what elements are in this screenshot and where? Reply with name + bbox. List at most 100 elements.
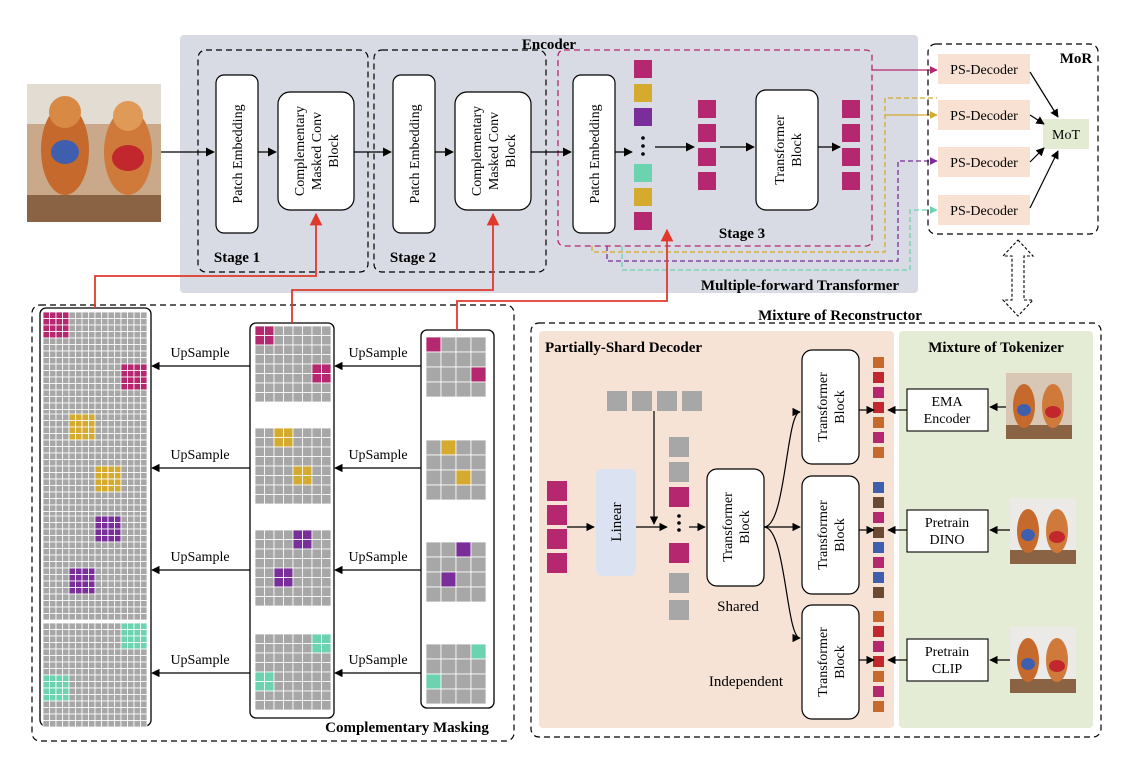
multi-forward-lines [591,66,938,271]
mask-grid-small-1 [425,336,487,398]
ps-decoder-4: PS-Decoder [938,195,1030,225]
stage1-cmc-line1: Complementary [293,106,308,196]
stage2-label: Stage 2 [390,250,436,266]
stage3-transformer-line1: Transformer [773,115,788,185]
indep-block-2-line2: Block [833,518,848,551]
ps-decoder-3-label: PS-Decoder [950,156,1018,171]
decoder-title: Partially-Shard Decoder [545,340,702,356]
encoder-flow-arrows [161,142,841,157]
ps-decoder-3: PS-Decoder [938,147,1030,177]
mask-grid-large-3 [42,515,148,621]
reconstructor-box [530,322,1102,738]
mask-grid-medium-2 [254,427,332,505]
tokenizer-clip: Pretrain CLIP [906,638,989,682]
stage1-cmc-line2: Masked Conv [310,112,325,190]
mft-label: Multiple-forward Transformer [701,278,899,294]
independent-label: Independent [709,674,784,690]
shared-block-line1: Transformer [721,492,736,562]
stage3-transformer-block [755,89,819,211]
tokenizer-ema: EMA Encoder [906,388,989,432]
stage1-patch-embedding [215,74,259,234]
mask-grid-small-3 [425,541,487,603]
upsample-label-1: UpSample [170,346,229,361]
tokenizer-image-1 [1006,373,1072,439]
mot-box: MoT [1043,119,1089,149]
reconstructor-arrows [567,402,1010,665]
stage3-transformer-label: Transformer Block [773,115,805,185]
masked-token-column [634,60,652,230]
stage2-patch-embedding [392,74,436,234]
stage2-box [373,49,547,273]
upsample-labels: UpSample UpSample UpSample UpSample UpSa… [170,346,407,668]
stage1-patch-embedding-label: Patch Embedding [231,104,246,203]
mask-tokens-row [607,391,702,411]
target-strip-3 [873,611,884,712]
mor-box [927,43,1099,235]
tokenizer-dino: Pretrain DINO [906,509,989,553]
linear-block: Linear [596,469,636,576]
encoder-background [180,35,918,293]
stage2-cmc-line2: Masked Conv [487,112,502,190]
tokenizer-image-2 [1010,498,1076,564]
mor-title: MoR [1060,51,1093,67]
stage1-cmc-block [277,91,355,211]
stage2-patch-embedding-label: Patch Embedding [408,104,423,203]
ps-decoder-2-label: PS-Decoder [950,109,1018,124]
mask-grid-medium-4 [254,633,332,711]
indep-block-1-line2: Block [833,390,848,423]
target-strip-2 [873,482,884,598]
reconstructor-title: Mixture of Reconstructor [758,308,922,324]
mask-grid-small-4 [425,643,487,705]
stage1-box [197,49,369,273]
merged-token-column [669,437,689,620]
ps-decoder-1: PS-Decoder [938,54,1030,84]
linear-label: Linear [609,502,625,541]
mask-grid-medium-3 [254,529,332,607]
tokenizer-image-3 [1010,627,1076,693]
tokenizer-dino-line1: Pretrain [925,516,969,531]
tokenizer-dino-line2: DINO [930,533,965,548]
stage2-cmc-label: Complementary Masked Conv Block [470,106,519,196]
mor-link-arrow [1001,239,1035,317]
indep-block-1-line1: Transformer [816,372,831,442]
mor-arrows [1029,71,1059,209]
shared-transformer-block: Transformer Block [706,468,765,587]
upsample-label-6: UpSample [348,550,407,565]
upsample-label-4: UpSample [348,448,407,463]
ps-decoder-1-label: PS-Decoder [950,63,1018,78]
stage3-box [557,49,873,247]
mask-grid-large-1 [42,311,148,417]
upsample-label-2: UpSample [348,346,407,361]
mot-label: MoT [1052,128,1080,143]
stage1-cmc-label: Complementary Masked Conv Block [293,106,342,196]
tokenizer-title: Mixture of Tokenizer [928,340,1064,356]
stage1-cmc-line3: Block [327,134,342,167]
indep-block-2-line1: Transformer [816,500,831,570]
input-image [27,84,161,222]
indep-block-3-line1: Transformer [816,627,831,697]
stage3-patch-embedding-label: Patch Embedding [588,104,603,203]
upsample-label-3: UpSample [170,448,229,463]
tokenizer-clip-line2: CLIP [932,662,963,677]
upsample-label-7: UpSample [170,653,229,668]
decoder-input-tokens [547,481,567,573]
mask-grid-large-2 [42,413,148,519]
target-strip-1 [873,357,884,458]
indep-block-2: Transformer Block [801,475,860,595]
indep-block-3: Transformer Block [801,604,860,720]
encoder-title: Encoder [522,37,577,53]
indep-block-3-line2: Block [833,645,848,678]
mask-grid-medium-1 [254,325,332,403]
visible-token-column-1 [698,100,716,190]
stage2-cmc-line1: Complementary [470,106,485,196]
upsample-label-5: UpSample [170,550,229,565]
masking-box [31,304,515,742]
tokenizer-clip-line1: Pretrain [925,645,969,660]
stage2-cmc-block [454,91,532,211]
ps-decoder-2: PS-Decoder [938,100,1030,130]
upsample-label-8: UpSample [348,653,407,668]
mask-grid-small-2 [425,439,487,501]
indep-block-1: Transformer Block [801,349,860,465]
stage3-label: Stage 3 [719,226,765,242]
